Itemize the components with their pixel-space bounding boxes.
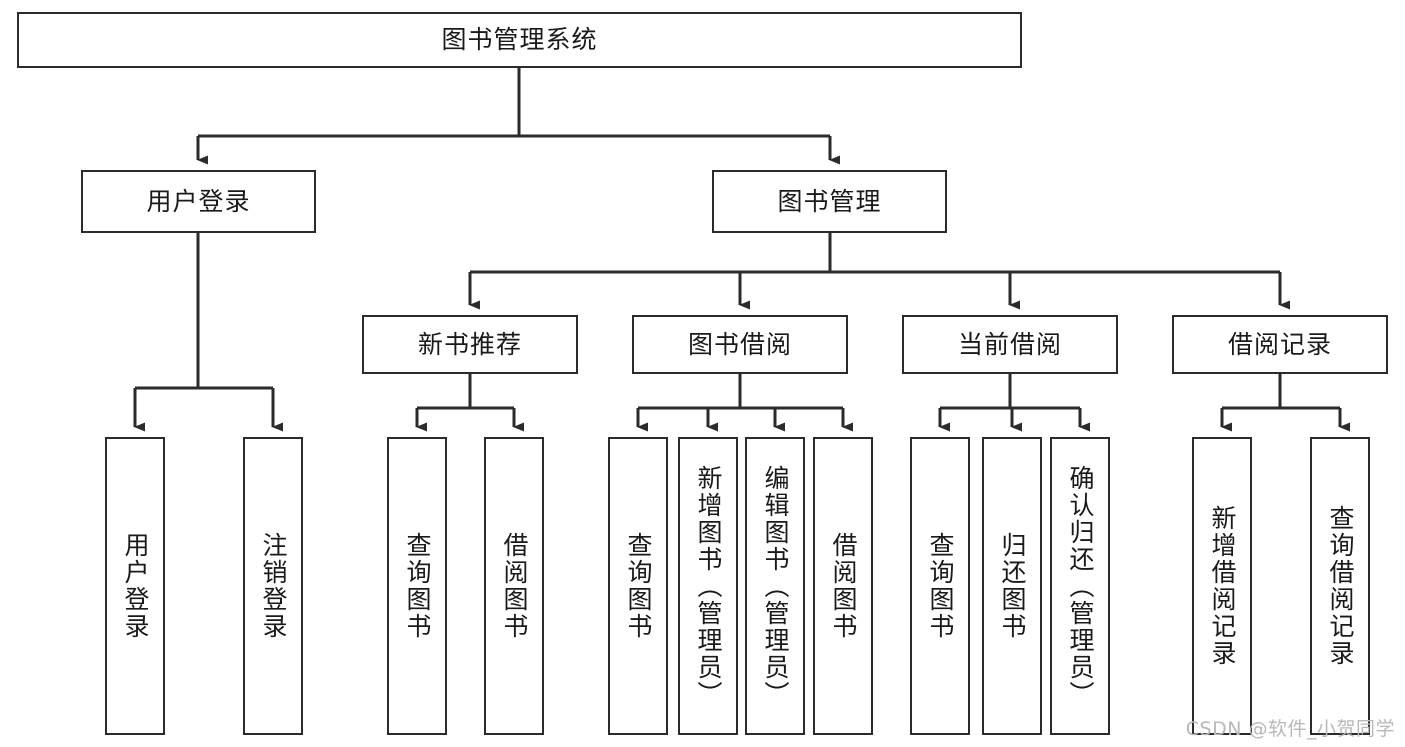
leaf-node[interactable]: 查询图书 bbox=[387, 437, 447, 735]
leaf-node[interactable]: 新增图书（管理员） bbox=[678, 437, 738, 735]
edges-root-to-level2 bbox=[196, 68, 840, 165]
node-level3-book-borrow[interactable]: 图书借阅 bbox=[632, 315, 848, 374]
edges-borrow-to-leaves bbox=[636, 374, 853, 432]
leaf-node[interactable]: 查询图书 bbox=[910, 437, 970, 735]
leaf-node[interactable]: 借阅图书 bbox=[813, 437, 873, 735]
edges-userlogin-to-leaves bbox=[133, 233, 283, 432]
watermark-text: CSDN @软件_小贺同学 bbox=[1185, 718, 1395, 740]
leaf-node[interactable]: 用户登录 bbox=[105, 437, 165, 735]
node-level3-current-borrow[interactable]: 当前借阅 bbox=[902, 315, 1118, 374]
leaf-node[interactable]: 注销登录 bbox=[243, 437, 303, 735]
leaf-node[interactable]: 借阅图书 bbox=[484, 437, 544, 735]
leaf-node[interactable]: 归还图书 bbox=[982, 437, 1042, 735]
node-level3-borrow-records[interactable]: 借阅记录 bbox=[1172, 315, 1388, 374]
edges-records-to-leaves bbox=[1220, 374, 1350, 432]
leaf-node[interactable]: 新增借阅记录 bbox=[1192, 437, 1252, 735]
leaf-node[interactable]: 确认归还（管理员） bbox=[1050, 437, 1110, 735]
node-level3-new-book-recommend[interactable]: 新书推荐 bbox=[362, 315, 578, 374]
node-level2-user-login[interactable]: 用户登录 bbox=[81, 170, 316, 233]
node-root[interactable]: 图书管理系统 bbox=[17, 12, 1022, 68]
leaf-node[interactable]: 查询借阅记录 bbox=[1310, 437, 1370, 735]
edges-newbook-to-leaves bbox=[415, 374, 524, 432]
leaf-node[interactable]: 查询图书 bbox=[608, 437, 668, 735]
leaf-node[interactable]: 编辑图书（管理员） bbox=[745, 437, 805, 735]
node-level2-book-management[interactable]: 图书管理 bbox=[712, 170, 947, 233]
edges-bookmgmt-to-level3 bbox=[468, 233, 1290, 310]
edges-current-to-leaves bbox=[938, 374, 1090, 432]
